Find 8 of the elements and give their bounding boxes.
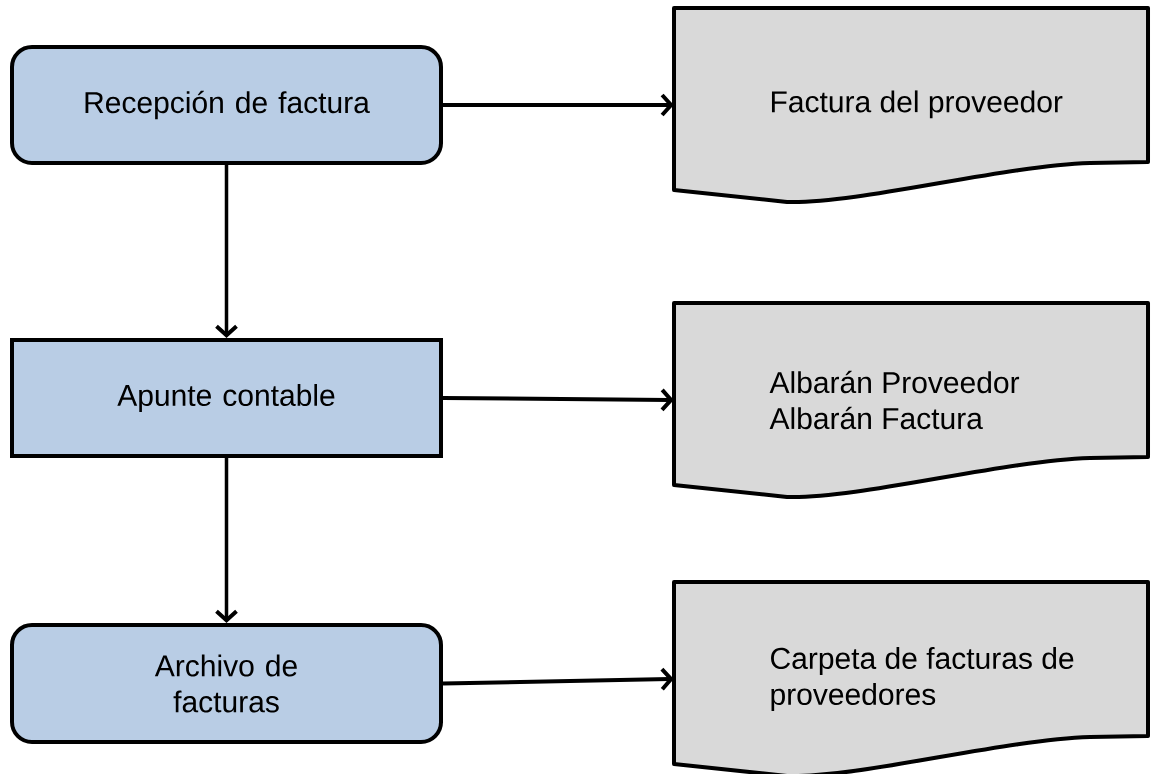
rounded-process-box: Recepción de factura	[10, 45, 443, 165]
arrow	[442, 667, 674, 691]
arrow	[443, 388, 674, 412]
process-box: Apunte contable	[10, 338, 443, 458]
arrow	[443, 93, 674, 117]
arrow	[215, 458, 238, 623]
arrow	[215, 165, 238, 338]
rounded-process-box: Archivo de facturas	[10, 623, 443, 744]
